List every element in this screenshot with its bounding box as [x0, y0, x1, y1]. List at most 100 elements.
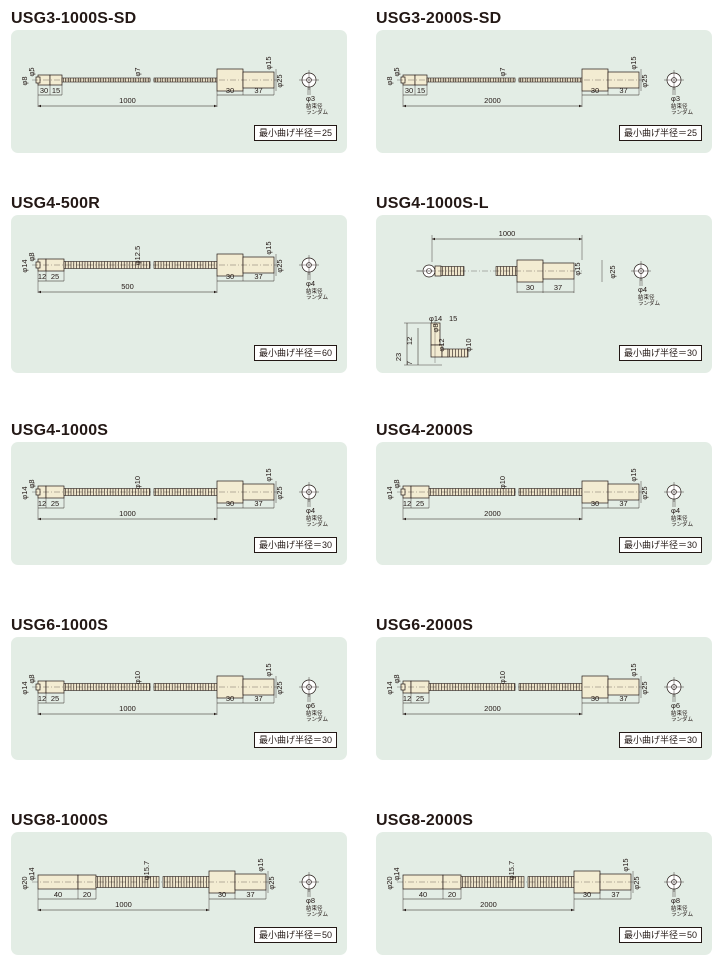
bundle-diameter-label: φ3 [306, 94, 315, 103]
l-12-label: 12 [405, 337, 414, 345]
bundle-caption: ランダム [638, 299, 661, 307]
length-b-label: 37 [246, 890, 254, 899]
bundle-caption: 結束径 [671, 102, 688, 110]
diameter-tip-label: φ14 [27, 867, 36, 880]
bundle-caption: ランダム [671, 520, 694, 528]
arrow-head [403, 712, 406, 716]
diameter-tip-label: φ14 [392, 867, 401, 880]
diameter-hose-label: φ7 [498, 67, 507, 76]
diameter-hose-label: φ10 [498, 476, 507, 489]
arrow-head [579, 517, 582, 521]
length-a-label: 30 [226, 694, 234, 703]
diameter-body-label: φ25 [632, 876, 641, 889]
diameter-ferrule-label: φ20 [385, 876, 394, 889]
total-length-dimension [38, 517, 217, 521]
length-b-label: 37 [619, 694, 627, 703]
arrow-head [38, 908, 41, 912]
arrow-head [403, 517, 406, 521]
length-a-label: 30 [226, 499, 234, 508]
length-2-label: 20 [448, 890, 456, 899]
bundle-caption: 結束径 [306, 102, 323, 110]
product-title: USG4-2000S [376, 422, 474, 439]
arrow-head [38, 712, 41, 716]
bundle-caption: 結束径 [671, 904, 688, 912]
length-b-label: 37 [611, 890, 619, 899]
length-1-label: 40 [419, 890, 427, 899]
bundle-caption: 結束径 [306, 904, 323, 912]
length-b-label: 37 [254, 272, 262, 281]
l-d14-label: φ14 [429, 314, 442, 323]
min-bend-radius-badge: 最小曲げ半径＝50 [618, 927, 702, 943]
length-2-label: 25 [51, 272, 59, 281]
bundle-diameter-label: φ6 [306, 701, 315, 710]
end-fitting-body [242, 483, 275, 501]
min-bend-radius-badge: 最小曲げ半径＝25 [253, 125, 337, 141]
bundle-diameter-label: φ4 [638, 285, 647, 294]
l-d10-label: φ10 [464, 338, 473, 351]
product-title: USG6-1000S [11, 617, 109, 634]
total-length-label: 2000 [484, 96, 501, 105]
diameter-ferrule-label: φ8 [20, 76, 29, 85]
arrow-head [432, 237, 435, 241]
min-bend-radius-badge: 最小曲げ半径＝60 [253, 345, 337, 361]
diameter-end-label: φ15 [629, 56, 638, 69]
diameter-end-label: φ15 [629, 663, 638, 676]
bundle-caption: ランダム [671, 910, 694, 918]
total-length-dimension [38, 908, 209, 912]
hose-coil-right [518, 683, 583, 691]
diameter-end-label: φ15 [573, 262, 582, 275]
length-a-label: 30 [591, 499, 599, 508]
min-bend-radius-badge: 最小曲げ半径＝50 [253, 927, 337, 943]
l-d12-label: φ12 [437, 338, 446, 351]
length-a-label: 30 [591, 86, 599, 95]
length-b-label: 37 [619, 86, 627, 95]
end-fitting-body [242, 256, 275, 274]
min-bend-radius-badge: 最小曲げ半径＝30 [618, 345, 702, 361]
bundle-caption: 結束径 [638, 293, 655, 301]
bundle-caption: ランダム [671, 715, 694, 723]
l-d8-label: φ8 [431, 323, 440, 332]
diameter-ferrule-label: φ14 [385, 681, 394, 694]
total-length-dimension [38, 290, 217, 294]
coil-outline [153, 683, 218, 691]
diameter-body-label: φ25 [640, 486, 649, 499]
total-length-dimension [403, 908, 574, 912]
length-1-label: 30 [40, 86, 48, 95]
coil-outline [447, 348, 469, 358]
bundle-diameter-label: φ8 [306, 896, 315, 905]
diameter-hose-label: φ15.7 [507, 861, 516, 880]
length-b-label: 37 [554, 283, 562, 292]
coil-outline [153, 261, 218, 269]
min-bend-radius-badge: 最小曲げ半径＝30 [253, 732, 337, 748]
coil-outline [518, 683, 583, 691]
hose-coil-right [153, 488, 218, 496]
total-length-label: 1000 [119, 96, 136, 105]
coil-outline [153, 488, 218, 496]
length-2-label: 25 [416, 499, 424, 508]
length-b-label: 37 [619, 499, 627, 508]
length-b-label: 37 [254, 694, 262, 703]
total-length-label: 500 [121, 282, 134, 291]
product-title: USG3-1000S-SD [11, 10, 137, 27]
diameter-end-label: φ15 [264, 241, 273, 254]
bundle-diameter-label: φ4 [306, 279, 315, 288]
total-length-label: 1000 [119, 509, 136, 518]
bundle-diameter-label: φ3 [671, 94, 680, 103]
total-length-label: 1000 [115, 900, 132, 909]
arrow-head [579, 104, 582, 108]
diameter-tip-label: φ8 [27, 252, 36, 261]
diameter-body-label: φ25 [275, 259, 284, 272]
arrow-head [579, 712, 582, 716]
arrow-head [38, 517, 41, 521]
diameter-hose-label: φ10 [498, 671, 507, 684]
diameter-ferrule-label: φ14 [385, 486, 394, 499]
